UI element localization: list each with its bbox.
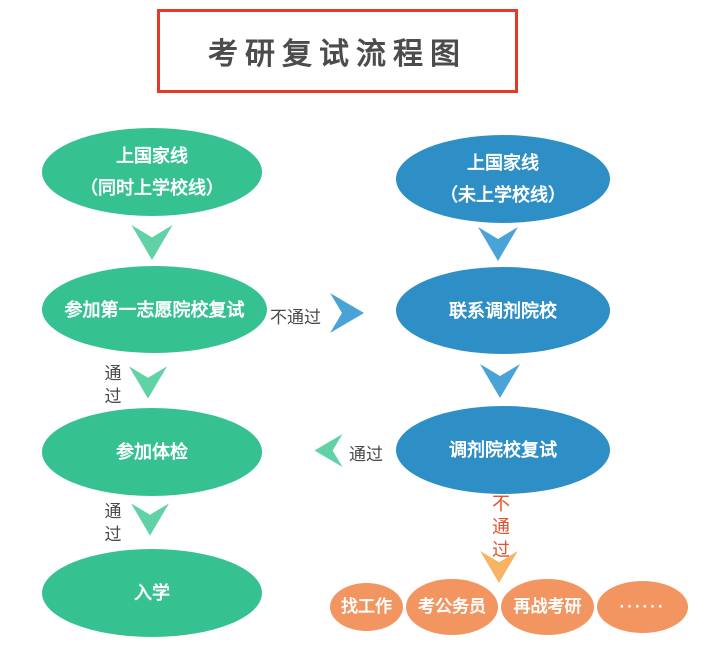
node-medical-exam: 参加体检 [42,408,262,496]
node-text: 入学 [134,583,170,603]
node-contact-adjustment-school: 联系调剂院校 [396,267,610,354]
node-text-line2: （同时上学校线） [80,178,224,198]
node-text: 再战考研 [513,597,582,616]
label-pass-vertical-1: 通过 [104,364,122,406]
node-first-choice-retest: 参加第一志愿院校复试 [42,266,267,353]
node-text-line1: 上国家线 [116,146,188,166]
label-fail-vertical: 不通过 [492,494,510,560]
outcome-retry-postgraduate-exam: 再战考研 [501,579,594,635]
node-text: 参加体检 [116,442,188,462]
arrow-down-icon [131,503,169,536]
arrow-right-icon [330,293,364,333]
outcome-find-job: 找工作 [330,583,403,631]
outcome-ellipsis: ······ [597,581,688,633]
arrow-down-icon [478,227,518,261]
arrow-down-icon [480,551,518,583]
label-fail-horizontal: 不通过 [270,308,321,327]
arrow-left-icon [314,434,343,467]
label-pass-vertical-2: 通过 [104,502,122,544]
arrow-down-icon [131,225,173,260]
node-adjustment-retest: 调剂院校复试 [396,406,610,494]
node-national-line-and-school-line: 上国家线 （同时上学校线） [42,128,262,216]
node-text: 参加第一志愿院校复试 [64,299,245,320]
node-text: 考公务员 [418,597,486,616]
node-national-line-not-school-line: 上国家线 （未上学校线） [396,135,610,223]
node-text-line1: 上国家线 [467,153,539,173]
arrow-down-icon [480,364,520,398]
outcome-civil-service-exam: 考公务员 [406,579,498,635]
node-text: 找工作 [341,597,392,616]
title-box: 考研复试流程图 [157,9,518,93]
page-title: 考研复试流程图 [208,38,467,71]
arrow-down-icon [129,366,167,399]
node-text-line2: （未上学校线） [440,185,566,205]
node-enrollment: 入学 [42,549,262,637]
node-text: ······ [619,597,666,616]
node-text: 调剂院校复试 [449,440,557,460]
node-text: 联系调剂院校 [449,300,557,321]
label-pass-horizontal: 通过 [349,445,383,464]
